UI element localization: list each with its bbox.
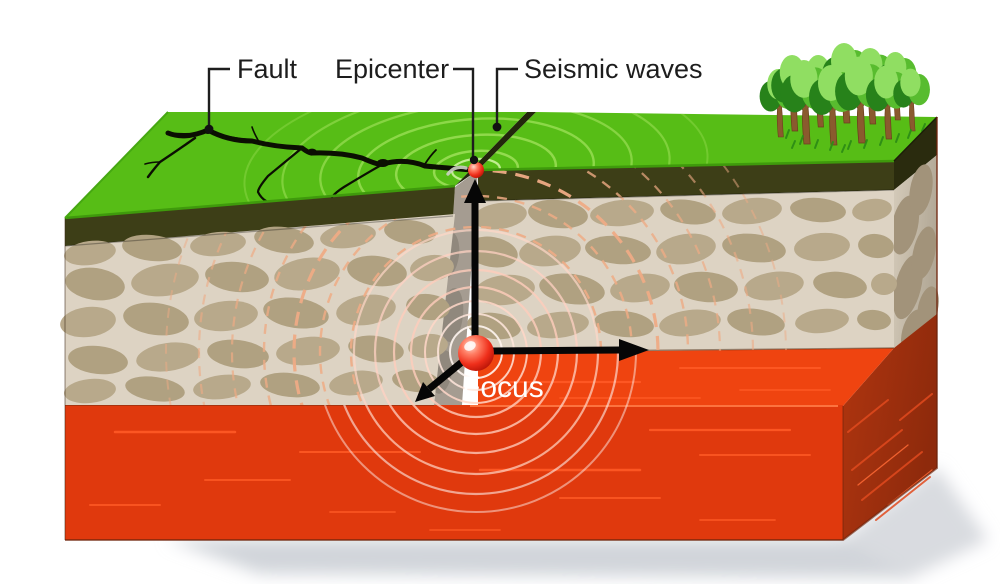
arrow-right-head <box>619 339 649 361</box>
seismic-waves-label: Seismic waves <box>524 54 703 84</box>
epicenter-label: Epicenter <box>335 54 449 84</box>
magma-side-face <box>843 314 937 540</box>
arrow-right-shaft <box>491 346 622 355</box>
seismic-waves-pointer-dot <box>492 122 502 132</box>
soil-side-face <box>894 117 937 190</box>
rock-front-right <box>478 190 894 353</box>
callout-pointers <box>204 67 518 165</box>
grass-top-left <box>65 112 527 218</box>
focus-label: Focus <box>462 371 544 404</box>
block-edges <box>64 111 938 541</box>
rock-side-stones <box>890 164 939 357</box>
fault-label: Fault <box>237 54 298 84</box>
tree-cluster <box>759 42 931 153</box>
soil-front-right <box>478 161 894 201</box>
fault-pointer-line <box>207 67 230 126</box>
focus-sphere <box>458 335 494 371</box>
block-shadow <box>166 467 988 580</box>
epicenter-pointer-line <box>453 67 475 157</box>
fault-crack <box>144 126 475 203</box>
epicenter-pointer-dot <box>469 155 479 165</box>
arrow-down-left-head <box>415 382 435 402</box>
arrow-down-left-shaft <box>426 359 465 392</box>
soil-front-left <box>65 186 455 246</box>
rock-front-right-stones <box>466 197 897 340</box>
grass-tufts <box>785 123 926 153</box>
focus-sphere-highlight <box>464 341 476 351</box>
seismic-waves-pointer-line <box>495 67 518 124</box>
fault-pointer-dot <box>204 124 214 134</box>
arrow-up-head <box>464 179 486 203</box>
epicenter-dot <box>468 162 484 178</box>
wave-direction-arrows <box>415 179 649 402</box>
magma-front-right-band <box>478 348 894 406</box>
